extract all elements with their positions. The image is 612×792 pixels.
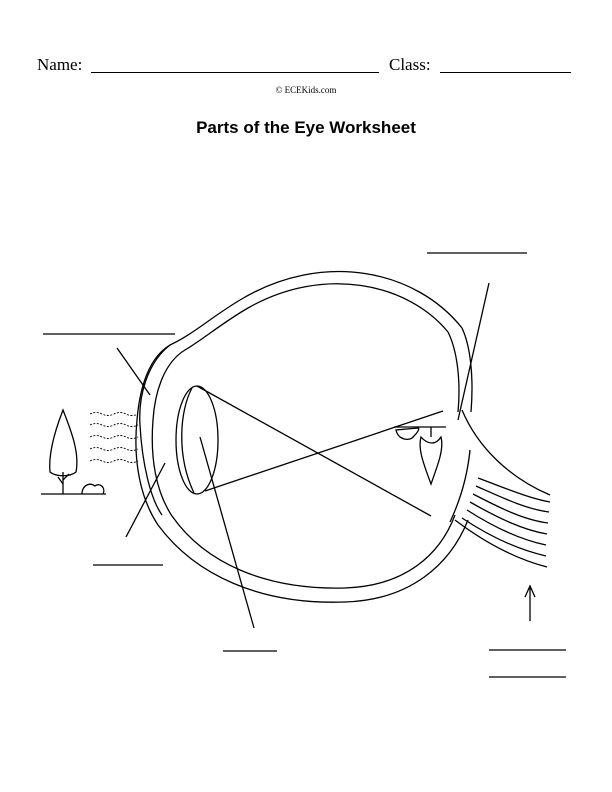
- name-label: Name:: [37, 55, 83, 74]
- class-blank-line[interactable]: [440, 72, 571, 73]
- optic-nerve-fiber: [475, 485, 550, 513]
- optic-nerve-fiber: [466, 509, 547, 546]
- cornea-curve: [139, 344, 171, 516]
- eyeball-inner-wall: [151, 283, 456, 589]
- bush-icon: [81, 483, 105, 495]
- tree-icon: [49, 408, 78, 477]
- copyright-notice: © ECEKids.com: [275, 85, 337, 95]
- light-ray: [204, 410, 444, 492]
- light-ray: [196, 385, 432, 517]
- sclera-curve-bottom: [449, 449, 471, 523]
- optic-nerve-fiber: [477, 477, 551, 503]
- lens-inner-curve: [181, 387, 195, 494]
- eyeball-outer-wall: [135, 270, 469, 603]
- optic-nerve-top: [461, 409, 551, 496]
- class-label: Class:: [389, 55, 431, 74]
- optic-nerve-fiber: [461, 517, 547, 557]
- pointer-retina: [457, 282, 490, 421]
- worksheet-title: Parts of the Eye Worksheet: [196, 118, 416, 137]
- inverted-bush-icon: [395, 427, 420, 441]
- pointer-lens: [199, 436, 255, 629]
- pointer-cornea: [116, 347, 151, 396]
- tree-branch: [62, 473, 70, 481]
- tree-branch: [57, 476, 64, 485]
- optic-nerve-fiber: [472, 493, 549, 524]
- optic-nerve-fiber: [469, 501, 548, 535]
- inverted-tree-icon: [419, 435, 443, 486]
- sclera-curve-top: [461, 327, 473, 413]
- light-waves-icon: [89, 412, 139, 463]
- choroid-curve: [447, 331, 460, 413]
- optic-nerve-bottom: [454, 519, 548, 568]
- arrow-head-icon: [524, 584, 536, 598]
- name-blank-line[interactable]: [91, 72, 379, 73]
